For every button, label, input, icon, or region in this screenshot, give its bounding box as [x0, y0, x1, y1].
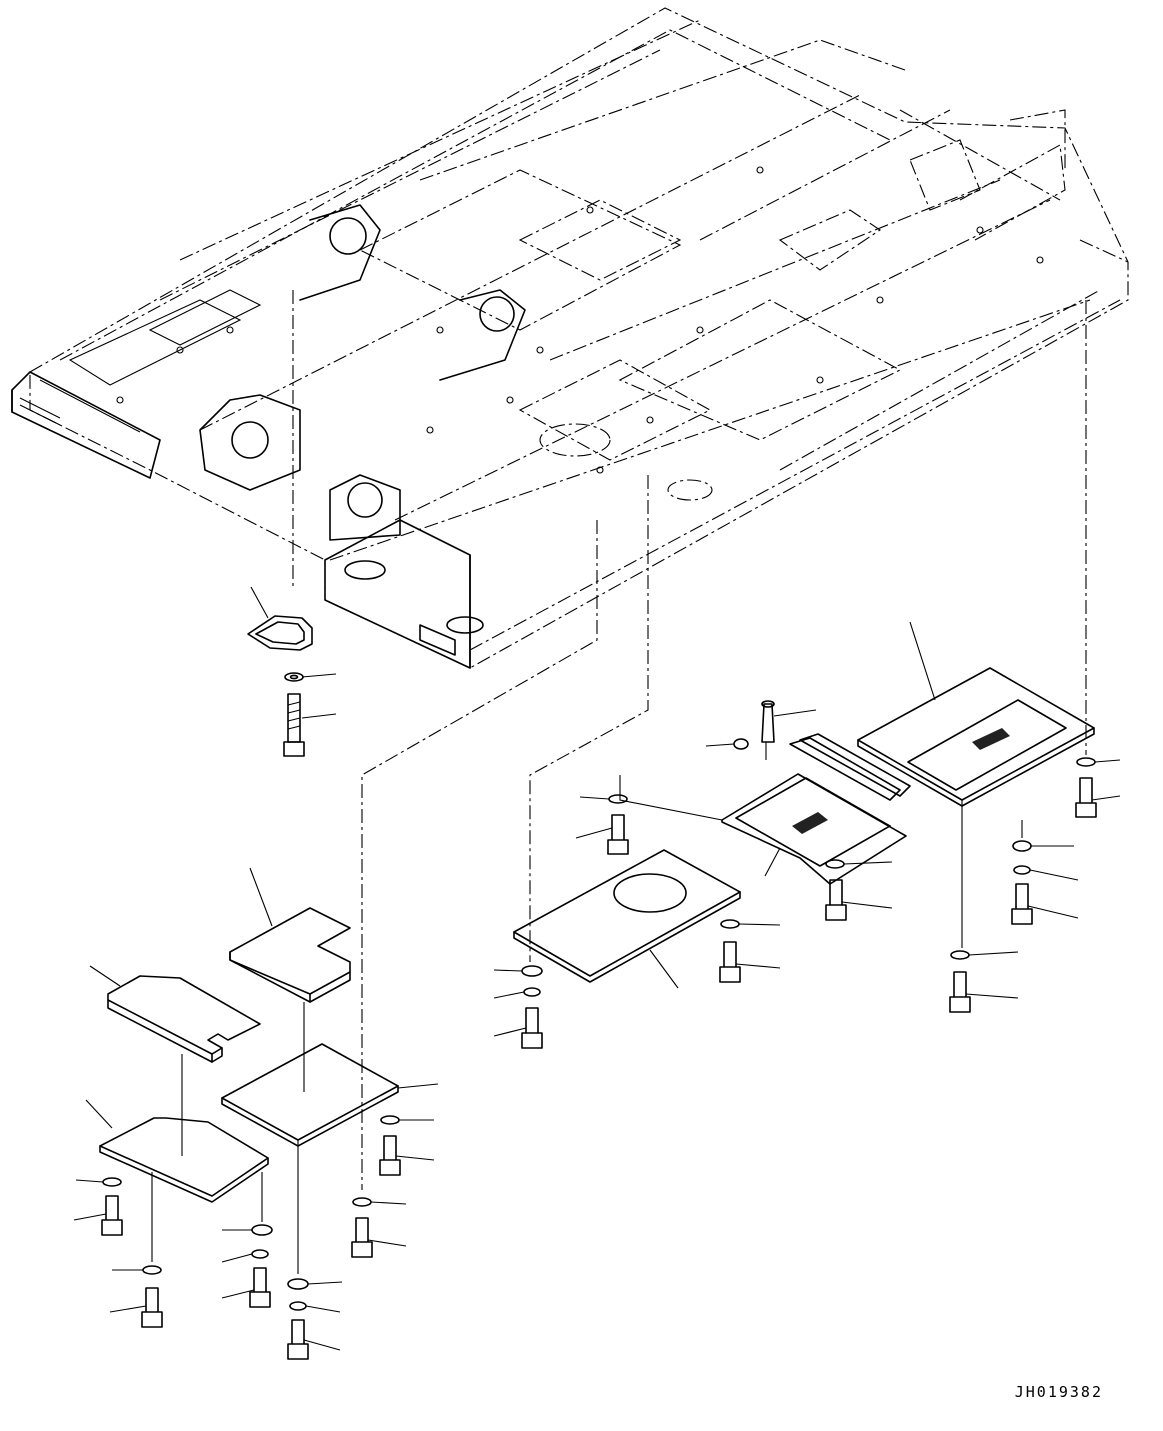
- right-cover-group: [494, 622, 1120, 1048]
- small-cover: [248, 587, 336, 756]
- center-lines: [293, 290, 1086, 1190]
- drawing-id-label: JH019382: [1014, 1383, 1103, 1401]
- main-frame: [12, 8, 1128, 668]
- left-cover-group: [74, 868, 438, 1359]
